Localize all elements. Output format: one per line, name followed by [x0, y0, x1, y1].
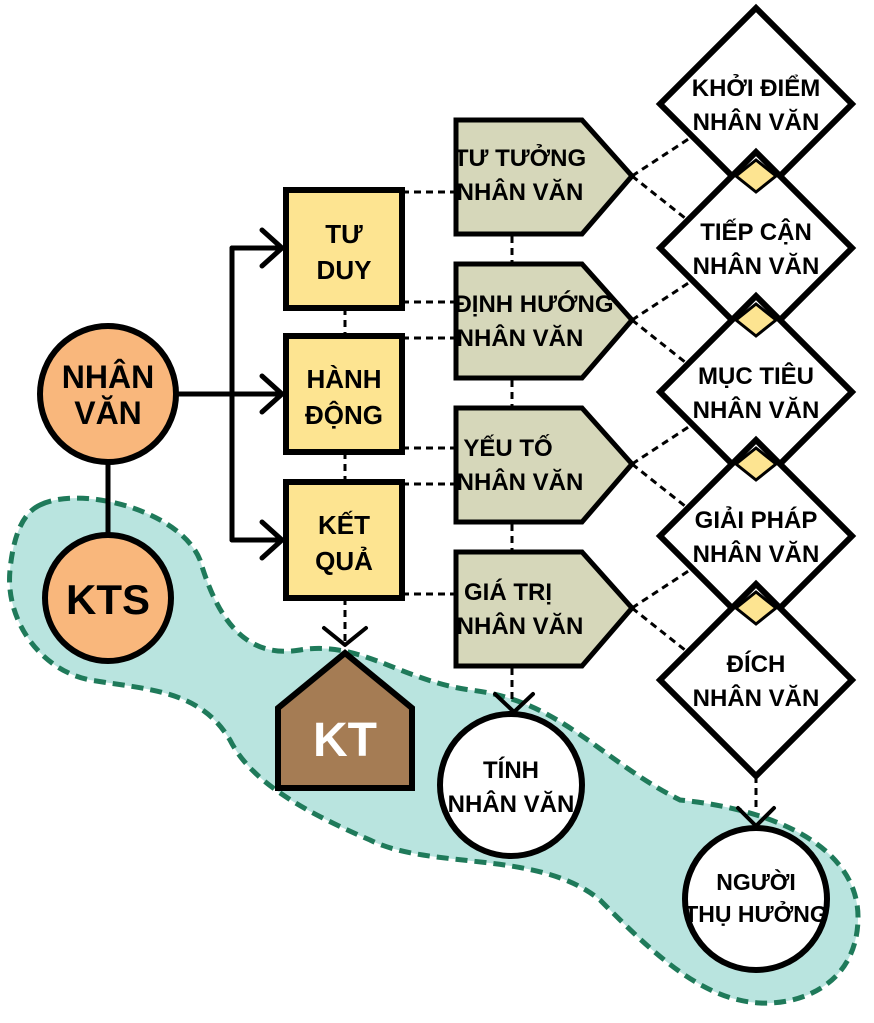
khoi-diem-line-1: KHỞI ĐIỂM	[692, 73, 820, 102]
node-nguoi-thu-huong: NGƯỜI THỤ HƯỞNG	[682, 825, 830, 973]
giai-phap-line-2: NHÂN VĂN	[693, 540, 820, 568]
giai-phap-line-1: GIẢI PHÁP	[695, 505, 818, 534]
gia-tri-line-1: GIÁ TRỊ	[464, 578, 552, 606]
branch-arrows	[175, 227, 285, 561]
nguoi-thu-huong-line-2: THỤ HƯỞNG	[684, 899, 827, 927]
connector-pt1-d1	[631, 136, 691, 178]
connector-pt4-d4	[631, 568, 691, 610]
tu-tuong-line-2: NHÂN VĂN	[457, 178, 584, 206]
ket-qua-line-1: KẾT	[318, 510, 370, 540]
connector-pt2-d2	[631, 280, 691, 322]
node-kts: KTS	[42, 532, 174, 664]
tinh-nhan-van-line-1: TÍNH	[483, 756, 539, 784]
tinh-nhan-van-line-2: NHÂN VĂN	[448, 790, 575, 818]
nhan-van-line-1: NHÂN	[62, 359, 154, 395]
pentagon-tu-tuong: TƯ TƯỞNG NHÂN VĂN	[453, 117, 636, 237]
connector-pt2-d3	[631, 318, 691, 368]
kt-arrow-head	[322, 626, 368, 647]
connector-pt4-d5	[631, 606, 691, 656]
muc-tieu-line-1: MỤC TIÊU	[698, 362, 814, 390]
pentagon-dinh-huong: ĐỊNH HƯỚNG NHÂN VĂN	[453, 261, 636, 381]
small-diamond-1	[733, 158, 779, 194]
tiep-can-line-2: NHÂN VĂN	[693, 252, 820, 280]
tiep-can-line-1: TIẾP CẬN	[700, 218, 812, 246]
dich-line-1: ĐÍCH	[727, 650, 786, 678]
gia-tri-line-2: NHÂN VĂN	[457, 612, 584, 640]
dich-line-2: NHÂN VĂN	[693, 684, 820, 712]
kts-region	[7, 495, 861, 1006]
pentagon-gia-tri: GIÁ TRỊ NHÂN VĂN	[453, 549, 636, 669]
kt-label: KT	[313, 714, 377, 767]
diamond-khoi-diem: KHỞI ĐIỂM NHÂN VĂN	[655, 3, 857, 205]
small-diamond-2	[733, 302, 779, 338]
small-diamond-3	[733, 446, 779, 482]
connector-pt3-d3	[631, 424, 691, 466]
diamond-dich: ĐÍCH NHÂN VĂN	[655, 579, 857, 781]
box-ket-qua: KẾT QUẢ	[283, 479, 405, 601]
node-tinh-nhan-van: TÍNH NHÂN VĂN	[437, 711, 585, 859]
box-hanh-dong: HÀNH ĐỘNG	[283, 333, 405, 455]
small-diamonds	[733, 158, 779, 626]
yeu-to-line-1: YẾU TỐ	[463, 434, 552, 462]
box-tu-duy: TƯ DUY	[283, 187, 405, 311]
khoi-diem-line-2: NHÂN VĂN	[693, 108, 820, 136]
diamond-giai-phap: GIẢI PHÁP NHÂN VĂN	[655, 435, 857, 637]
tu-tuong-line-1: TƯ TƯỞNG	[454, 143, 586, 172]
small-diamond-4	[733, 590, 779, 626]
yeu-to-line-2: NHÂN VĂN	[457, 468, 584, 496]
hanh-dong-line-2: ĐỘNG	[305, 400, 383, 430]
tu-duy-line-1: TƯ	[325, 219, 363, 249]
connector-pt3-d4	[631, 462, 691, 512]
tu-duy-line-2: DUY	[317, 255, 372, 285]
node-kt-house: KT	[275, 649, 415, 791]
pentagon-yeu-to: YẾU TỐ NHÂN VĂN	[453, 405, 636, 525]
dinh-huong-line-2: NHÂN VĂN	[457, 324, 584, 352]
connector-pt1-d2	[631, 174, 691, 224]
ket-qua-line-2: QUẢ	[315, 546, 373, 576]
kts-label: KTS	[66, 576, 150, 623]
muc-tieu-line-2: NHÂN VĂN	[693, 396, 820, 424]
nhan-van-line-2: VĂN	[74, 395, 142, 431]
hanh-dong-line-1: HÀNH	[306, 364, 381, 394]
dinh-huong-line-1: ĐỊNH HƯỚNG	[454, 290, 613, 318]
node-nhan-van: NHÂN VĂN	[37, 323, 179, 465]
nguoi-thu-huong-line-1: NGƯỜI	[716, 868, 796, 895]
